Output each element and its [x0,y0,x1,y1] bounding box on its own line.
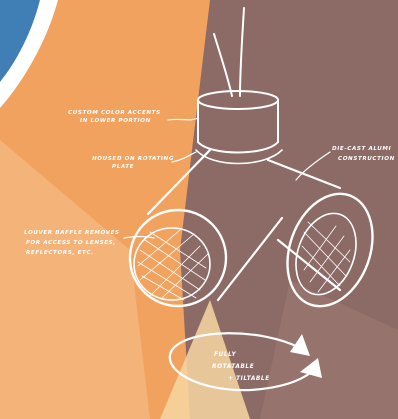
annotation-louver-line-3: REFLECTORS, ETC. [26,250,94,256]
annotation-die-cast-line-1: DIE-CAST ALUMI [332,146,391,152]
annotation-die-cast-line-2: CONSTRUCTION [338,156,395,162]
annotation-rotating-plate-line-2: PLATE [112,164,134,170]
annotation-custom-color-line-1: CUSTOM COLOR ACCENTS [68,110,161,116]
annotation-rotatable-line-3: + TILTABLE [228,376,270,382]
annotation-rotating-plate-line-1: HOUSED ON ROTATING [92,156,174,162]
annotation-louver-line-2: FOR ACCESS TO LENSES, [26,240,116,246]
annotation-rotatable-line-2: ROTATABLE [212,364,254,370]
annotation-rotatable-line-1: FULLY [214,352,237,358]
annotation-louver-line-1: LOUVER BAFFLE REMOVES [24,230,120,236]
annotation-custom-color-line-2: IN LOWER PORTION [80,118,151,124]
